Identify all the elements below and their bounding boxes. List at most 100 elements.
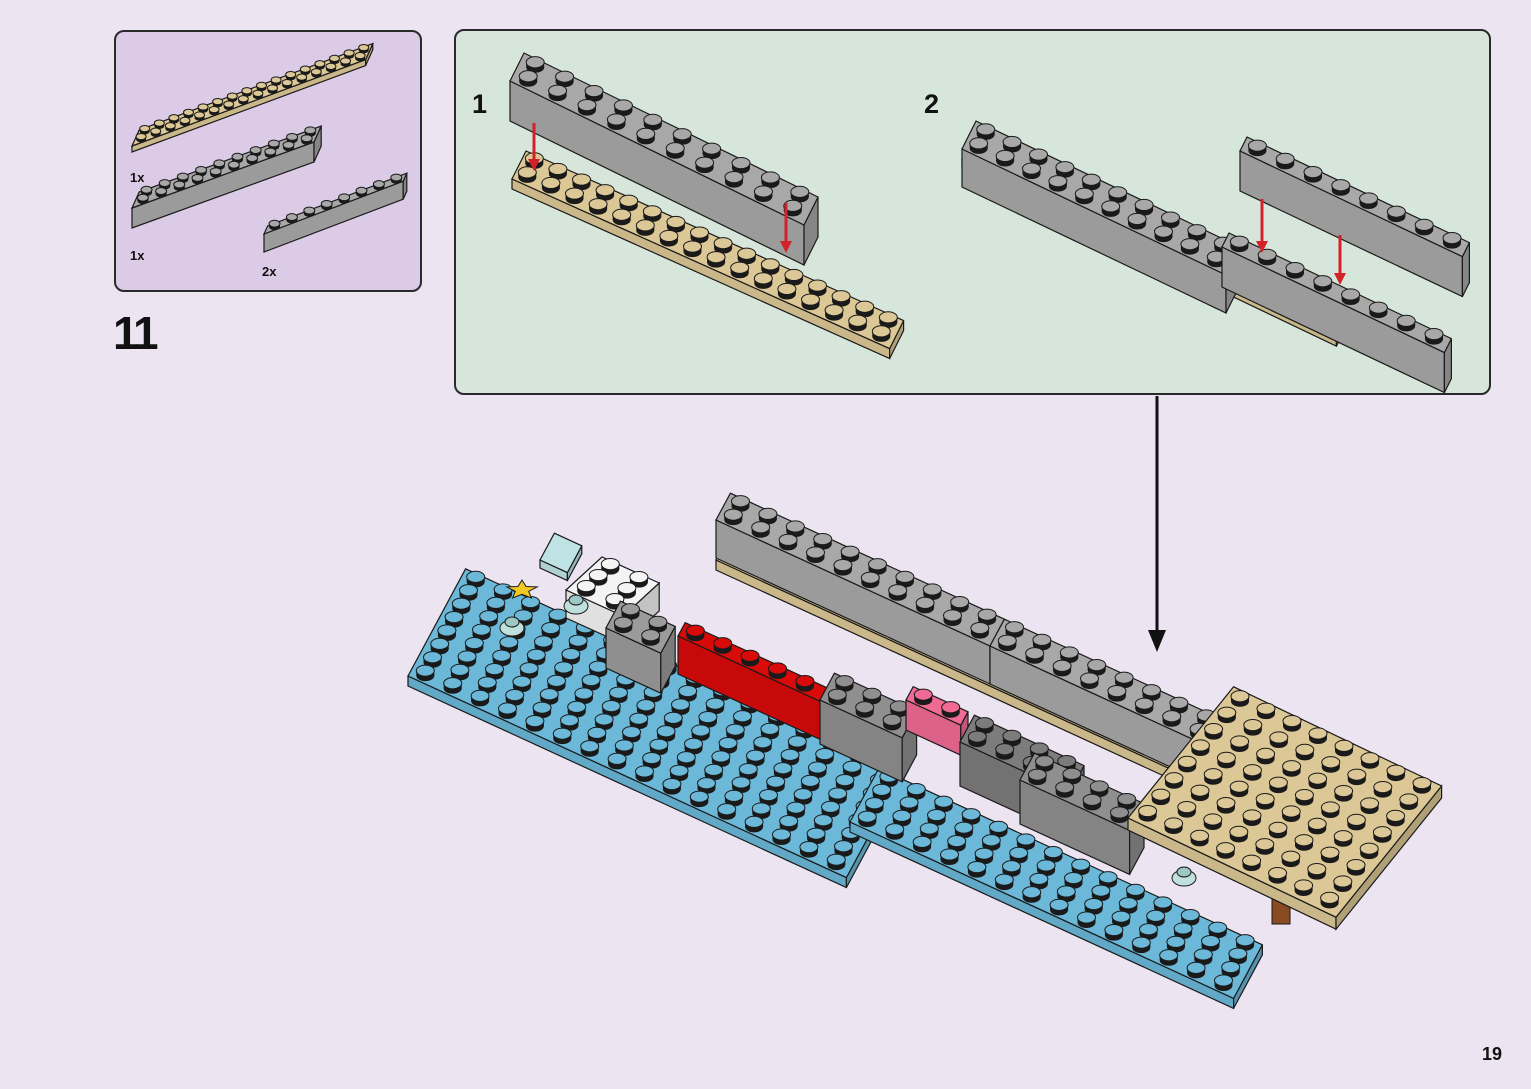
stud <box>683 240 702 258</box>
stud <box>685 671 705 689</box>
stud <box>575 621 595 638</box>
stud <box>623 659 643 677</box>
stud <box>1294 788 1314 806</box>
stud <box>753 736 773 753</box>
part-quantity-brick-1x8: 2x <box>262 264 277 279</box>
sub-step-1-label: 1 <box>472 89 488 119</box>
stud <box>1294 879 1314 896</box>
stud <box>457 650 477 667</box>
stud <box>194 111 205 121</box>
stud <box>855 701 875 718</box>
stud <box>1048 175 1068 192</box>
stud <box>1216 796 1236 814</box>
stud <box>1257 248 1277 266</box>
stud <box>641 629 661 646</box>
stud <box>1029 742 1049 759</box>
stud <box>731 495 750 512</box>
stud <box>1268 866 1288 884</box>
stud <box>246 154 259 165</box>
stud <box>857 810 877 828</box>
stud <box>997 634 1017 652</box>
stud <box>285 70 297 81</box>
stud <box>826 853 846 871</box>
stud <box>1243 718 1263 736</box>
stud <box>635 219 655 236</box>
stud <box>197 103 209 113</box>
stud <box>1333 875 1353 892</box>
stud <box>1412 776 1432 794</box>
stud <box>256 81 267 92</box>
stud <box>1062 767 1082 785</box>
stud <box>1166 935 1186 953</box>
stud <box>1359 192 1379 209</box>
stud <box>629 570 649 588</box>
stud <box>1247 139 1267 157</box>
stud <box>970 621 990 639</box>
stud <box>252 89 264 100</box>
stud <box>1153 896 1173 913</box>
stud <box>343 49 355 59</box>
stud <box>630 646 650 663</box>
stud <box>723 508 743 526</box>
stud <box>314 60 326 70</box>
stud <box>1009 846 1029 864</box>
stud <box>1399 793 1419 810</box>
stud <box>629 712 649 730</box>
stud <box>712 684 732 701</box>
stud <box>1104 923 1124 941</box>
stud <box>1161 211 1180 229</box>
stud <box>577 98 597 116</box>
stud <box>1081 173 1101 191</box>
stud <box>1087 658 1107 676</box>
stud <box>443 677 463 694</box>
stud <box>1180 238 1200 255</box>
stud <box>532 701 552 719</box>
stud <box>600 557 620 575</box>
model-tan-plate-under-wall <box>715 532 1280 823</box>
stud <box>801 293 820 311</box>
stud <box>1281 805 1301 822</box>
stud <box>1442 231 1462 249</box>
stud <box>1221 960 1241 978</box>
model-white-brick <box>564 556 661 646</box>
stud <box>430 637 450 655</box>
stud <box>372 180 385 191</box>
stud <box>1230 690 1250 707</box>
stud <box>555 70 575 88</box>
stud <box>662 777 682 795</box>
stud <box>1082 793 1102 811</box>
stud <box>975 717 994 734</box>
stud <box>1055 161 1075 178</box>
stud <box>1027 768 1047 786</box>
stud <box>691 724 711 741</box>
sub2-arrow-left <box>1256 199 1268 253</box>
stud <box>878 311 898 328</box>
stud <box>1127 212 1147 230</box>
stud <box>519 662 539 679</box>
stud <box>1154 225 1173 243</box>
stud <box>766 775 786 793</box>
stud <box>1196 709 1216 726</box>
stud <box>466 570 486 588</box>
stud <box>833 558 853 576</box>
stud <box>526 648 546 666</box>
stud <box>1256 702 1276 720</box>
stud <box>1005 621 1024 638</box>
model-gray-slope-1 <box>605 600 677 695</box>
stud <box>806 827 826 845</box>
stud <box>684 737 703 755</box>
stud <box>525 714 545 732</box>
stud <box>848 314 868 332</box>
stud <box>209 167 222 178</box>
stud <box>617 581 637 599</box>
stud <box>208 105 220 116</box>
stud <box>227 160 240 172</box>
stud <box>1242 854 1262 872</box>
stud <box>685 624 705 642</box>
stud <box>711 750 731 767</box>
stud <box>672 128 692 145</box>
stud <box>605 592 625 610</box>
stud <box>281 78 293 89</box>
stud <box>787 735 807 752</box>
stud <box>855 300 875 318</box>
